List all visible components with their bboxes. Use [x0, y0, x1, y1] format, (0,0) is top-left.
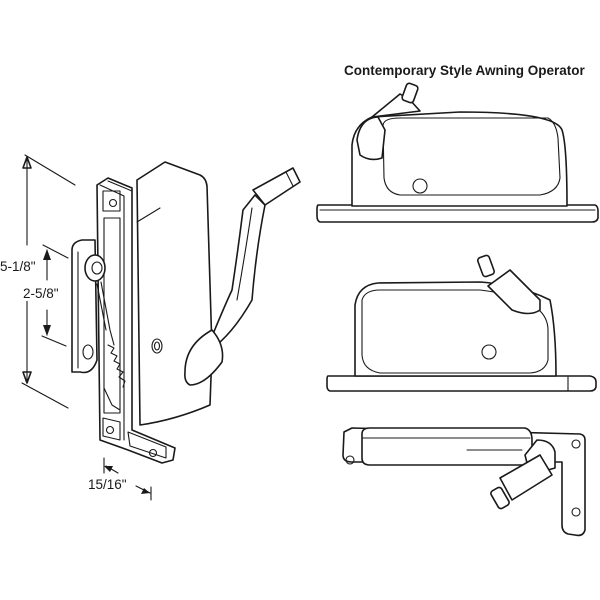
dimension-label-hole-spacing: 2-5/8" [23, 286, 59, 301]
operator-side-view-middle [326, 254, 597, 392]
dimension-label-overall-height: 5-1/8" [0, 259, 36, 274]
dimension-label-base-width: 15/16" [88, 477, 127, 492]
dimension-base-width [103, 457, 152, 501]
dimension-hole-spacing [41, 244, 69, 347]
operator-isometric-view [71, 161, 301, 464]
dimension-overall-height [21, 154, 76, 409]
operator-top-view [342, 427, 586, 537]
operator-side-view-top [316, 82, 599, 223]
diagram-title: Contemporary Style Awning Operator [344, 63, 585, 78]
